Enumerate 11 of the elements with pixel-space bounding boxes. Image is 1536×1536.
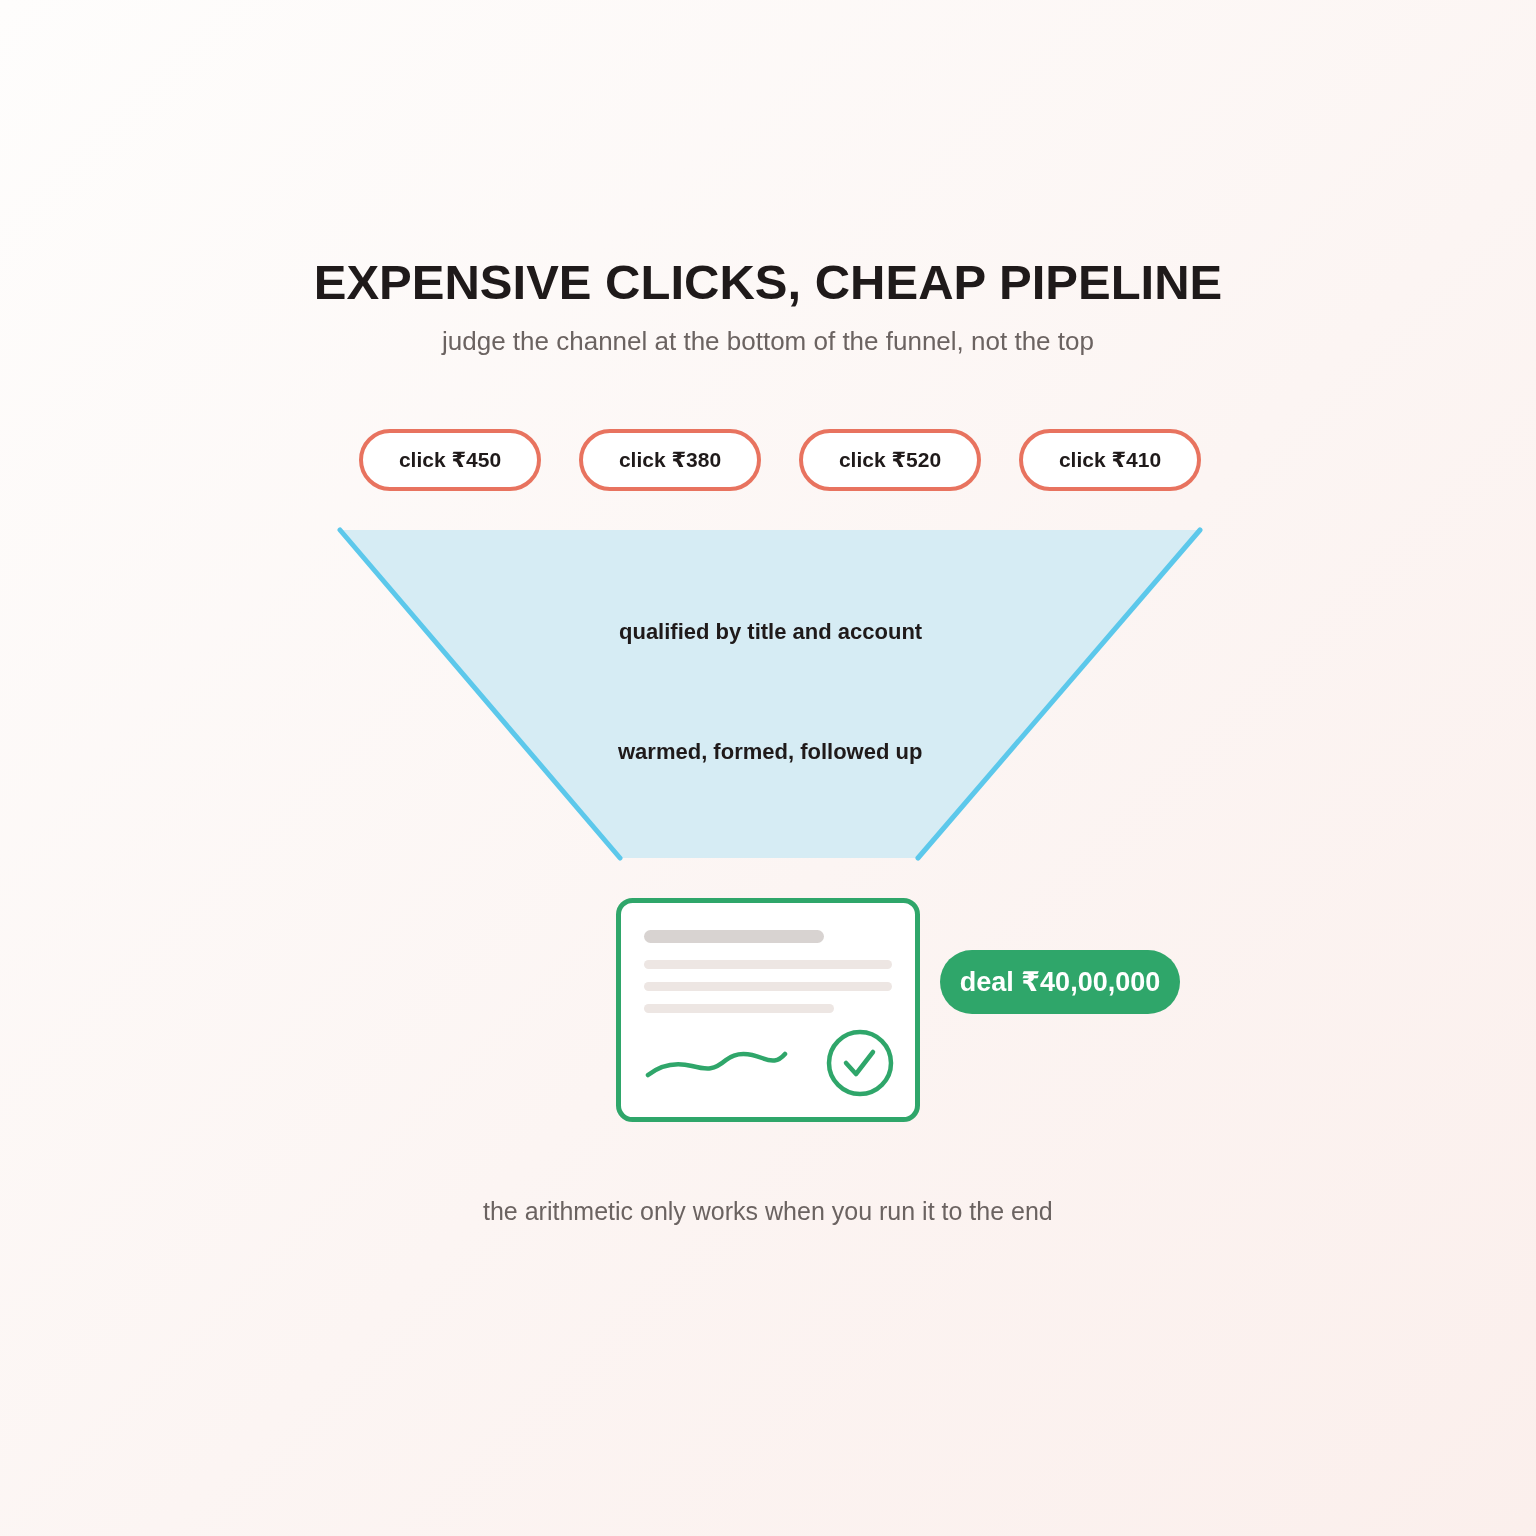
click-price-tag: click ₹520 (799, 429, 981, 491)
click-price-tag: click ₹380 (579, 429, 761, 491)
funnel-stage-label: warmed, formed, followed up (618, 741, 923, 763)
click-price-tag: click ₹410 (1019, 429, 1201, 491)
click-price-tag: click ₹450 (359, 429, 541, 491)
deal-value-tag: deal ₹40,00,000 (940, 950, 1180, 1014)
funnel (337, 527, 1203, 862)
caption: the arithmetic only works when you run it to the end (483, 1199, 1053, 1224)
funnel-stage-label: qualified by title and account (619, 621, 923, 643)
title-heading: EXPENSIVE CLICKS, CHEAP PIPELINE (313, 258, 1223, 307)
subtitle: judge the channel at the bottom of the funnel, not the top (442, 328, 1094, 354)
